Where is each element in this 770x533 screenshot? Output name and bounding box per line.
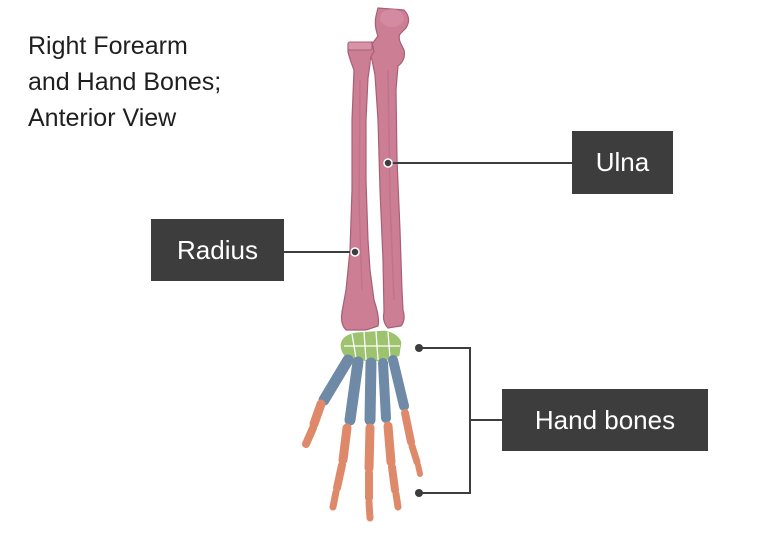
ulna-label: Ulna bbox=[572, 131, 673, 194]
radius-bone bbox=[340, 41, 380, 331]
leader-lines bbox=[284, 158, 572, 497]
title-line-1: Right Forearm bbox=[28, 32, 188, 60]
title-line-2: and Hand Bones; bbox=[28, 68, 222, 96]
radius-label: Radius bbox=[151, 219, 284, 281]
phalanx-bones bbox=[302, 399, 423, 522]
metacarpal-bones bbox=[318, 354, 409, 426]
diagram-title: Right Forearm and Hand Bones; Anterior V… bbox=[28, 28, 221, 136]
title-line-3: Anterior View bbox=[28, 104, 177, 132]
carpal-bones bbox=[339, 329, 403, 363]
hand-bones-label: Hand bones bbox=[502, 389, 708, 451]
ulna-bone bbox=[369, 7, 410, 329]
